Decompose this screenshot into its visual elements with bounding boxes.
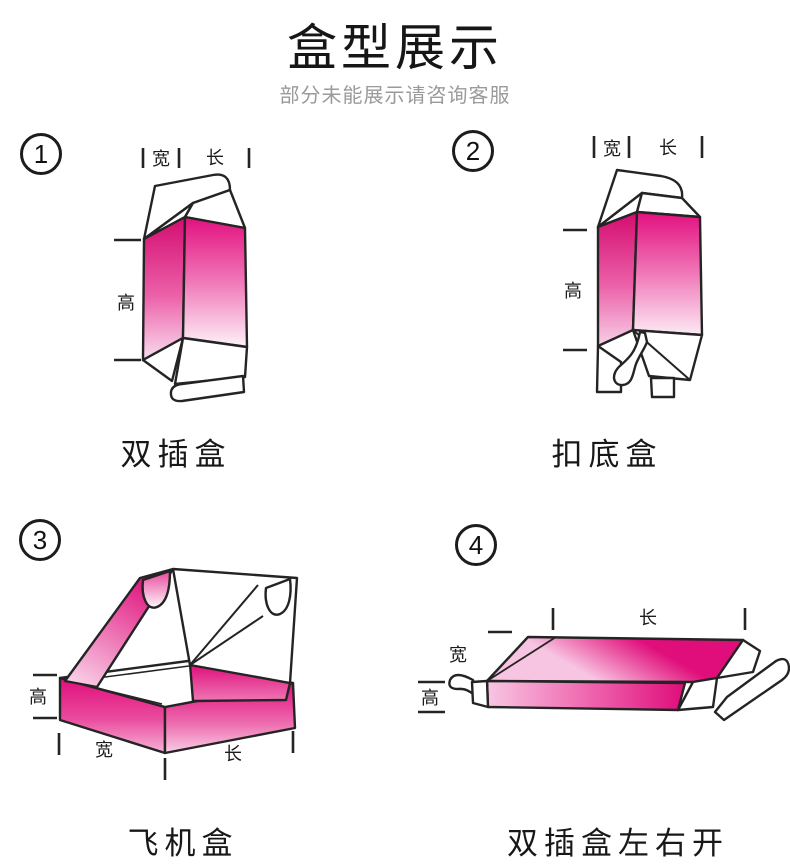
box3-length-label: 长	[224, 744, 242, 764]
page-title: 盒型展示	[287, 20, 503, 76]
box1-number: 1	[33, 139, 49, 169]
box3-width-label: 宽	[95, 740, 113, 760]
box1-width-label: 宽	[152, 149, 170, 169]
box2-length-label: 长	[659, 138, 677, 158]
box3-lid-fold-line-1	[189, 584, 259, 666]
box1-right-face	[181, 215, 249, 349]
box1-dimension-ticks	[114, 148, 251, 362]
box2-name: 扣底盒	[551, 437, 663, 472]
box2-number-badge: 2	[452, 130, 494, 172]
box4-number: 4	[468, 530, 484, 560]
box4-width-label: 宽	[449, 645, 467, 665]
box2-bottom-tab	[649, 376, 676, 399]
box4-name: 双插盒左右开	[507, 826, 729, 861]
box3-diagram: 高 宽 长	[29, 567, 299, 780]
box1-diagram: 宽 长 高	[114, 148, 251, 403]
box3-lid-ear-right	[264, 577, 292, 616]
box2-height-label: 高	[564, 281, 582, 301]
box2-right-face	[631, 210, 704, 337]
box2-width-label: 宽	[603, 139, 621, 159]
box4-top-fold-line	[486, 636, 557, 682]
box4-right-dust-flap	[715, 638, 762, 680]
box2-lock-tongue	[612, 330, 649, 387]
box2-number: 2	[465, 136, 481, 166]
page-subtitle: 部分未能展示请咨询客服	[279, 85, 511, 107]
box1-left-face	[141, 215, 187, 362]
box4-right-end-cap	[676, 676, 719, 712]
box4-dimension-ticks	[418, 608, 747, 714]
box3-height-label: 高	[29, 687, 47, 707]
box2-diagram: 宽 长 高	[563, 136, 704, 399]
box1-length-label: 长	[206, 148, 224, 168]
box1-bottom-flap	[173, 336, 249, 386]
box4-height-label: 高	[421, 688, 439, 708]
box3-name: 飞机盒	[127, 826, 239, 861]
box4-diagram: 长 宽 高	[418, 608, 790, 722]
box2-left-face	[596, 210, 639, 348]
box3-number: 3	[32, 525, 48, 555]
box1-bottom-left-flap	[141, 336, 185, 383]
box1-bottom-lip	[169, 374, 246, 403]
box4-left-tuck-tip	[448, 673, 476, 697]
box3-lid-ear-left	[141, 569, 172, 609]
box1-height-label: 高	[117, 293, 135, 313]
box4-left-end-cap	[470, 679, 490, 709]
box3-lid-fold-line-2	[189, 615, 264, 666]
box1-name: 双插盒	[120, 437, 232, 472]
box3-dimension-ticks	[33, 673, 295, 780]
box3-number-badge: 3	[19, 519, 61, 561]
box1-number-badge: 1	[20, 133, 62, 175]
box4-front-face	[485, 679, 687, 712]
box2-dimension-ticks	[563, 136, 704, 352]
box4-number-badge: 4	[455, 524, 497, 566]
box4-length-label: 长	[639, 608, 657, 628]
box4-top-face	[485, 635, 745, 684]
box4-insert-flap	[713, 657, 790, 722]
